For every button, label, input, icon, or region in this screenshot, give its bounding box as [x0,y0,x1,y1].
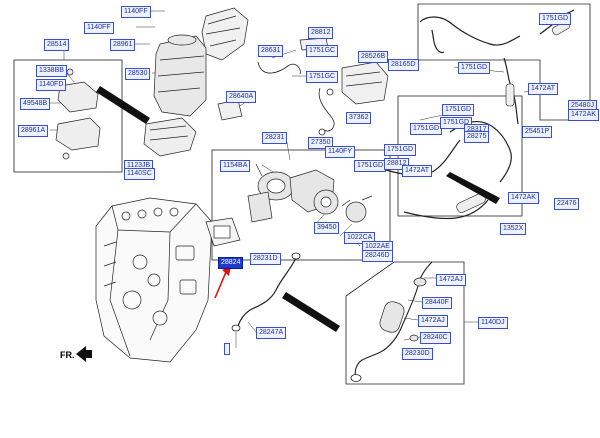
part-label[interactable]: 1751GD [442,104,475,116]
engine-block [95,197,213,363]
oil-return-group-box [345,261,465,385]
part-label[interactable]: 1140FF [84,22,114,34]
part-label[interactable]: 28514 [44,39,70,51]
left-bracket-group-box [13,59,123,173]
part-label[interactable]: 1140DJ [478,317,508,329]
part-label[interactable]: 1751GC [306,45,339,57]
part-label[interactable]: 1751GD [539,13,572,25]
front-direction-icon [76,346,92,362]
highlighted-part-label[interactable]: 28824 [218,257,244,269]
turbo-gasket [205,217,241,247]
part-label[interactable]: 1751GC [306,71,339,83]
part-label[interactable]: 28240C [420,332,451,344]
turbo-group-box [211,149,391,261]
part-label[interactable]: 28631 [258,45,284,57]
part-label[interactable]: 1472AK [568,109,599,121]
part-label[interactable]: 28526B [358,51,389,63]
red-pointer-arrow [214,266,231,299]
part-label[interactable]: 22476 [554,198,580,210]
part-label[interactable]: 1472AT [402,165,432,177]
heat-shield [201,7,249,61]
part-label[interactable]: 28165D [388,59,419,71]
part-label[interactable]: 28530 [125,68,151,80]
part-label[interactable]: 1140FD [36,79,67,91]
coolant-pipes [385,9,575,220]
part-label[interactable]: 28440F [422,297,452,309]
part-label[interactable]: 37362 [346,112,372,124]
part-label[interactable]: 28247A [256,327,287,339]
part-label[interactable]: 1352X [500,223,527,235]
catalytic-converter [153,34,207,117]
part-label[interactable]: 1472AJ [418,315,448,327]
part-label[interactable]: 28231 [262,132,288,144]
part-label[interactable]: 28275 [464,131,490,143]
part-label[interactable]: 1751GD [384,144,417,156]
part-label[interactable]: 1140FF [121,6,151,18]
part-label[interactable] [224,343,230,355]
oil-feed-pipe [231,252,301,332]
part-label[interactable]: 49548B [20,98,51,110]
part-label[interactable]: 39450 [314,222,340,234]
part-label[interactable]: 28230D [402,348,433,360]
part-label[interactable]: 1140FY [325,146,355,158]
part-label[interactable]: 1154BA [220,160,251,172]
part-label[interactable]: 1338BB [36,65,67,77]
turbocharger [247,163,373,223]
part-label[interactable]: 1472AK [508,192,539,204]
part-label[interactable]: 28231D [250,253,281,265]
part-label[interactable]: 1472AT [528,83,558,95]
part-label[interactable]: 28640A [226,91,257,103]
coolant-pipe-group-box [397,95,523,217]
part-label[interactable]: 25451P [522,126,553,138]
front-direction-label: FR. [60,350,75,360]
part-label[interactable]: 28812 [308,27,334,39]
part-label[interactable]: 28246D [362,250,393,262]
part-label[interactable]: 1140SC [124,168,155,180]
part-label[interactable]: 28961 [110,39,136,51]
part-label[interactable]: 28961A [18,125,49,137]
part-label[interactable]: 1751GD [458,62,491,74]
assembly-arrows [96,86,500,332]
part-label[interactable]: 1472AJ [436,274,466,286]
part-label[interactable]: 1751GD [410,123,443,135]
sensor-wires [257,61,335,136]
part-label[interactable]: 1751GD [354,160,387,172]
engine-mount-brackets [55,68,197,160]
